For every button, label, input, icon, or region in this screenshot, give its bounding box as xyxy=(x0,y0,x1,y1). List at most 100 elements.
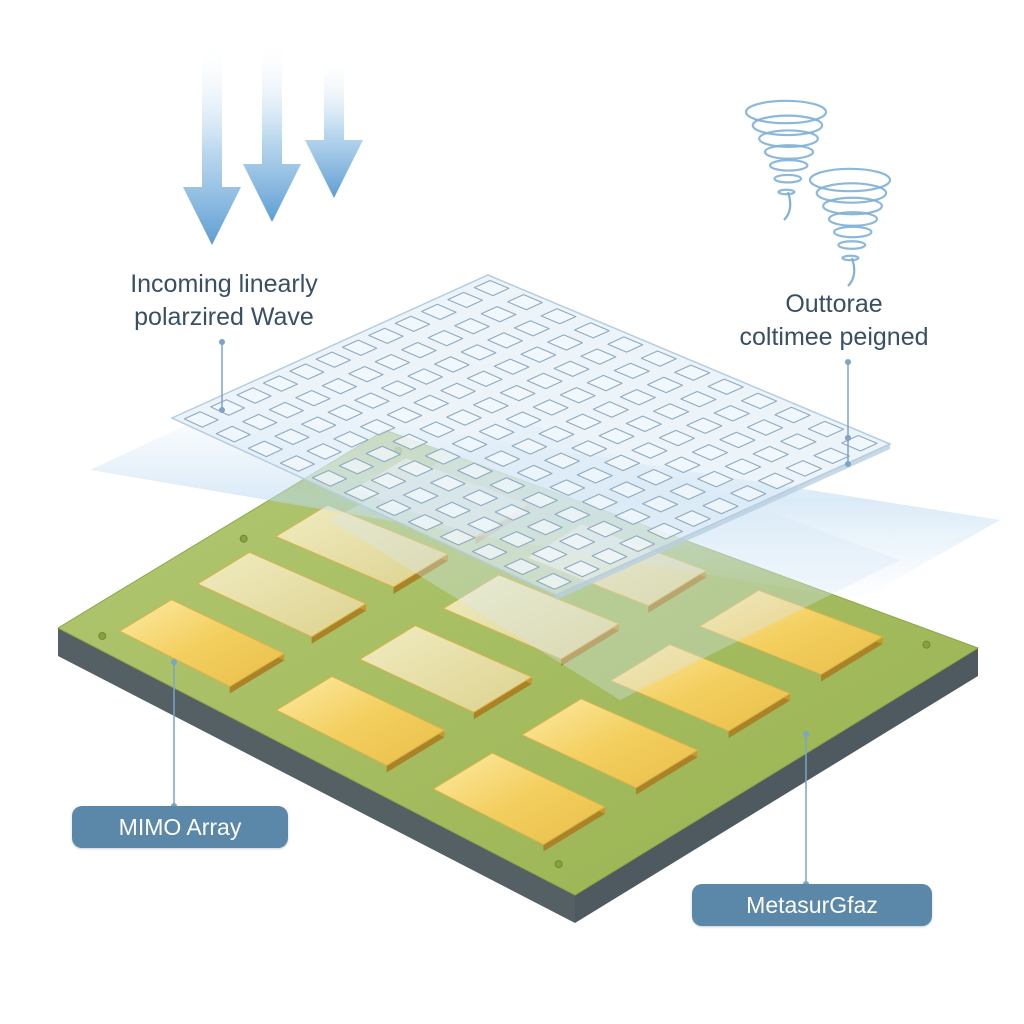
metasurface-cell xyxy=(262,375,298,392)
metasurface-cell xyxy=(434,356,470,373)
metasurface-cell xyxy=(740,392,778,410)
metasurface-cell xyxy=(526,372,563,390)
metasurface-cell xyxy=(454,317,490,335)
metasurface-cell xyxy=(499,384,536,402)
metasurface-cell xyxy=(724,458,762,475)
leader-dot xyxy=(845,435,851,441)
down-arrow-icon xyxy=(183,40,241,245)
metasurface-label: MetasurGfaz xyxy=(692,884,932,926)
leader-dot xyxy=(171,659,177,665)
metasurface-cell xyxy=(397,460,434,477)
metasurface-cell xyxy=(427,329,464,347)
metasurface-cell xyxy=(586,520,623,538)
metasurface-cell xyxy=(576,466,613,484)
leader-dot xyxy=(845,359,851,365)
metasurface-cell xyxy=(457,462,493,480)
metasurface-cell xyxy=(580,348,617,365)
metasurface-plane xyxy=(170,274,892,596)
antenna-patch xyxy=(358,625,533,720)
metasurface-cell xyxy=(674,364,711,381)
metasurface-cell xyxy=(730,485,767,502)
metasurface-cell xyxy=(591,547,628,565)
metasurface-cell xyxy=(327,404,363,421)
leader-dot xyxy=(803,731,809,737)
metasurface-cell xyxy=(604,454,641,472)
metasurface-cell xyxy=(536,572,572,590)
metasurface-cell xyxy=(413,394,449,412)
antenna-patch xyxy=(275,675,446,773)
metasurface-cell xyxy=(540,308,577,325)
metasurface-cell xyxy=(467,516,503,534)
metasurface-cell xyxy=(565,413,602,431)
metasurface-cell xyxy=(719,431,756,449)
metasurface-cell xyxy=(360,418,396,436)
incoming-wave-arrows xyxy=(183,40,363,245)
metasurface-cell xyxy=(713,405,750,422)
metasurface-cell xyxy=(386,406,423,424)
antenna-patch xyxy=(196,551,367,644)
down-arrow-icon xyxy=(243,40,301,222)
metasurface-cell xyxy=(493,358,530,375)
metasurface-cell xyxy=(581,493,618,511)
mimo-array-label: MIMO Array xyxy=(72,806,288,848)
metasurface-cell xyxy=(505,411,542,428)
metasurface-cell xyxy=(507,294,543,311)
metasurface-cell xyxy=(658,429,695,447)
outgoing-wave-caption: Outtorae coltimee peigned xyxy=(712,288,956,354)
metasurface-cell xyxy=(315,351,351,368)
metasurface-cell xyxy=(544,452,580,470)
metasurface-cell xyxy=(680,390,717,408)
spiral-wave-icon xyxy=(808,167,892,287)
metasurface-cell xyxy=(424,448,461,465)
metasurface-cell xyxy=(236,387,272,404)
metasurface-cell xyxy=(473,397,509,414)
metasurface-cell xyxy=(631,442,668,459)
antenna-patch xyxy=(698,589,884,682)
metasurface-cell xyxy=(451,435,488,453)
metasurface-cell xyxy=(471,543,508,561)
metasurface-cell xyxy=(306,443,342,460)
metasurface-cell xyxy=(343,484,380,502)
board-via xyxy=(239,534,248,543)
metasurface-cell xyxy=(289,363,325,380)
antenna-patch xyxy=(118,599,286,694)
metasurface-sheet xyxy=(170,274,892,600)
metasurface-cell xyxy=(614,508,651,525)
metasurface-cell xyxy=(421,303,457,321)
metasurface-cell xyxy=(785,460,823,477)
metasurface-cell xyxy=(697,470,734,488)
metasurface-cell xyxy=(407,368,443,385)
antenna-patch-group xyxy=(118,457,884,852)
metasurface-cell xyxy=(338,457,374,475)
metasurface-cell xyxy=(563,560,600,578)
metasurface-cell xyxy=(554,506,591,523)
metasurface-cell xyxy=(301,416,337,433)
metasurface-cell xyxy=(215,425,251,443)
metasurface-cell xyxy=(375,499,412,517)
metasurface-cell xyxy=(354,392,390,409)
metasurface-cell xyxy=(321,377,357,395)
metasurface-cell xyxy=(499,531,536,548)
metasurface-cell xyxy=(642,495,679,513)
metasurface-cell xyxy=(516,464,553,482)
metasurface-cell xyxy=(526,518,563,536)
metasurface-cell xyxy=(487,332,523,349)
metasurface-cell xyxy=(440,382,476,400)
metasurface-edge xyxy=(556,444,890,600)
metasurface-cell xyxy=(392,433,428,451)
down-arrow-icon xyxy=(305,55,363,198)
metasurface-cell xyxy=(466,370,503,387)
metasurface-cell xyxy=(274,428,310,446)
metasurface-cell xyxy=(559,387,596,404)
metasurface-cell xyxy=(247,440,283,458)
metasurface-cell xyxy=(559,533,596,551)
mimo-array-board xyxy=(56,429,980,923)
metasurface-cell xyxy=(553,360,590,377)
metasurface-cell xyxy=(571,440,608,457)
metasurface-cell xyxy=(394,315,431,332)
metasurface-cell xyxy=(333,431,369,448)
metasurface-cell xyxy=(640,350,677,367)
metasurface-cell xyxy=(462,489,498,507)
metasurface-cell xyxy=(370,472,407,490)
